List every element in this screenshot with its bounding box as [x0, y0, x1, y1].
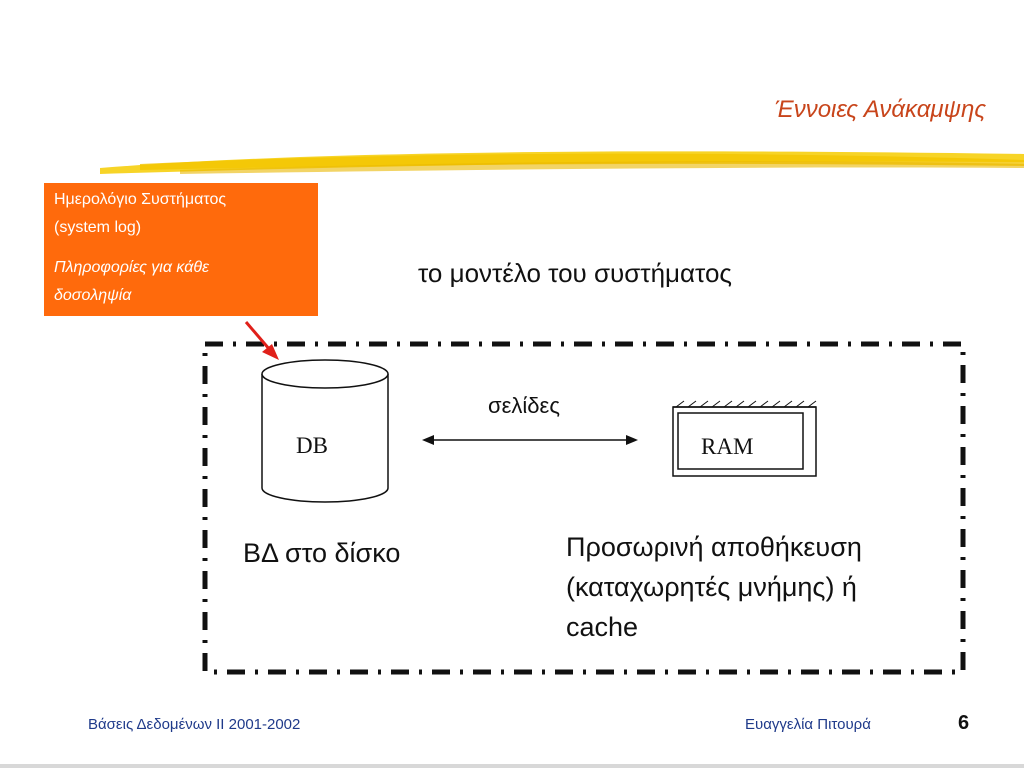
- footer-author: Ευαγγελία Πιτουρά: [745, 716, 871, 733]
- cache-caption-line1: Προσωρινή αποθήκευση: [566, 532, 862, 562]
- system-log-info-line2: δοσοληψία: [54, 287, 132, 304]
- footer-course: Βάσεις Δεδομένων ΙΙ 2001-2002: [88, 716, 301, 733]
- bottom-divider: [0, 764, 1024, 768]
- system-log-subtitle: (system log): [54, 219, 142, 236]
- system-log-title: Ημερολόγιο Συστήματος: [54, 191, 227, 208]
- db-label: DB: [296, 433, 328, 458]
- cache-caption-line3: cache: [566, 612, 639, 642]
- model-title: το μοντέλο του συστήματος: [418, 258, 732, 288]
- page-number: 6: [958, 712, 970, 734]
- system-log-box: Ημερολόγιο Συστήματος (system log) Πληρο…: [44, 183, 318, 316]
- ram-label: RAM: [701, 434, 754, 459]
- pages-label: σελίδες: [488, 393, 560, 418]
- database-cylinder-icon: [261, 359, 389, 503]
- ram-box-icon: [672, 400, 817, 477]
- system-boundary: [202, 341, 966, 675]
- decorative-swoosh: [100, 151, 1024, 174]
- log-arrow-icon: [244, 321, 279, 360]
- system-log-info-line1: Πληροφορίες για κάθε: [54, 259, 210, 276]
- page-transfer-arrow-icon: [422, 435, 638, 445]
- cache-caption-line2: (καταχωρητές μνήμης) ή: [566, 572, 857, 602]
- slide-title: Έννοιες Ανάκαμψης: [774, 96, 986, 123]
- disk-caption: ΒΔ στο δίσκο: [243, 538, 401, 568]
